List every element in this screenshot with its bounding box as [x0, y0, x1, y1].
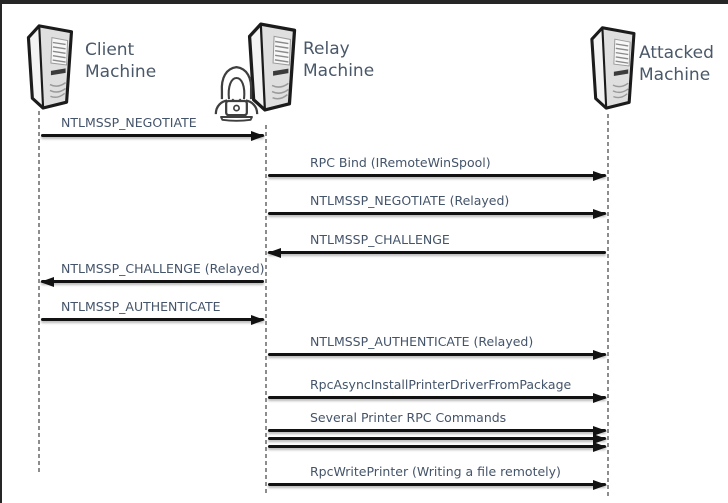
lifeline-relay [265, 125, 267, 496]
message-label: NTLMSSP_CHALLENGE [310, 232, 450, 247]
actor-label-line: Relay [303, 39, 350, 59]
arrowhead-icon [593, 208, 607, 219]
arrowhead-icon [593, 349, 607, 360]
message-label: NTLMSSP_NEGOTIATE [61, 115, 197, 130]
message-label: NTLMSSP_AUTHENTICATE (Relayed) [310, 334, 534, 349]
message-label: NTLMSSP_CHALLENGE (Relayed) [61, 261, 265, 276]
message-label: Several Printer RPC Commands [310, 410, 507, 425]
arrowhead-icon [593, 425, 607, 436]
actor-label-attacked: Attacked Machine [639, 42, 714, 86]
arrowhead-icon [251, 314, 265, 325]
message-arrow-line [268, 212, 606, 215]
message-arrow-line [268, 251, 606, 254]
message-arrow-line [268, 445, 606, 448]
message-arrow-line [268, 437, 606, 440]
hacker-with-laptop-icon [213, 64, 260, 123]
message-arrow-line [41, 280, 264, 283]
message-arrow-line [268, 483, 606, 486]
message-arrow-line [268, 429, 606, 432]
message-arrow-line [41, 134, 264, 137]
actor-label-client: Client Machine [85, 39, 156, 83]
arrowhead-icon [593, 441, 607, 452]
actor-label-line: Machine [639, 65, 711, 85]
actor-label-line: Machine [85, 62, 157, 82]
server-icon [237, 18, 303, 112]
actor-label-line: Attacked [639, 43, 714, 63]
lifeline-attacked [607, 114, 609, 496]
message-arrow-line [41, 318, 264, 321]
arrowhead-icon [593, 433, 607, 444]
message-arrow-line [268, 396, 606, 399]
message-label: NTLMSSP_AUTHENTICATE [61, 299, 221, 314]
server-icon [15, 20, 81, 110]
messages-layer: NTLMSSP_NEGOTIATE RPC Bind (IRemoteWinSpo… [2, 4, 728, 503]
message-arrow-line [268, 174, 606, 177]
message-label: RpcWritePrinter (Writing a file remotely… [310, 464, 561, 479]
arrowhead-icon [593, 392, 607, 403]
message-label: RpcAsyncInstallPrinterDriverFromPackage [310, 377, 572, 392]
arrowhead-icon [593, 170, 607, 181]
message-label: NTLMSSP_NEGOTIATE (Relayed) [310, 193, 510, 208]
arrowhead-icon [593, 479, 607, 490]
message-label: RPC Bind (IRemoteWinSpool) [310, 155, 491, 170]
actor-label-line: Machine [303, 61, 375, 81]
actor-label-relay: Relay Machine [303, 38, 374, 82]
arrowhead-icon [251, 130, 265, 141]
arrowhead-icon [40, 276, 54, 287]
lifeline-client [38, 111, 40, 472]
server-icon [579, 22, 643, 110]
arrowhead-icon [267, 247, 281, 258]
actor-label-line: Client [85, 40, 135, 60]
message-arrow-line [268, 353, 606, 356]
